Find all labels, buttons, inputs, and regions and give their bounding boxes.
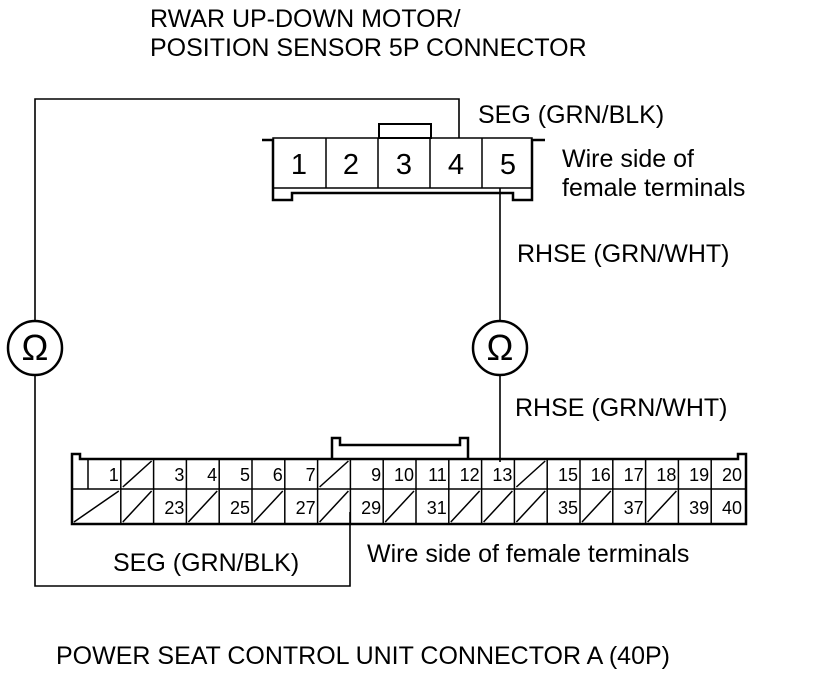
- ohmmeter-right-circle: [471, 319, 529, 377]
- pin-40p-18: 18: [656, 465, 676, 485]
- pin-40p-25: 25: [230, 498, 250, 518]
- empty-cavity-slash: [647, 490, 677, 523]
- pin-40p-40: 40: [722, 498, 742, 518]
- seg-top-label: SEG (GRN/BLK): [478, 101, 664, 129]
- pin-40p-31: 31: [427, 498, 447, 518]
- pin-40p-16: 16: [591, 465, 611, 485]
- rhse-top-label: RHSE (GRN/WHT): [517, 240, 729, 268]
- pin-5p-5: 5: [500, 149, 516, 181]
- pin-40p-3: 3: [174, 465, 184, 485]
- seg-wire-top: [34, 98, 460, 320]
- wire-side-bottom-label: Wire side of female terminals: [367, 540, 689, 568]
- pin-5p-2: 2: [343, 149, 359, 181]
- connector-5p-latch: [378, 123, 432, 139]
- empty-cavity-slash: [253, 490, 284, 523]
- pin-40p-35: 35: [558, 498, 578, 518]
- empty-cavity-slash: [483, 490, 513, 523]
- ohmmeter-left-circle: [6, 319, 64, 377]
- empty-cavity-slash: [319, 490, 349, 523]
- pin-40p-4: 4: [207, 465, 217, 485]
- pin-40p-17: 17: [624, 465, 644, 485]
- pin-5p-1: 1: [291, 149, 307, 181]
- empty-cavity-slash: [515, 460, 546, 488]
- empty-cavity-slash: [122, 490, 153, 523]
- pin-40p-11: 11: [428, 465, 447, 485]
- pin-40p-39: 39: [689, 498, 709, 518]
- wire-side-label-line-2: female terminals: [562, 174, 745, 202]
- pin-5p-3: 3: [396, 149, 412, 181]
- empty-cavity-slash: [450, 490, 481, 523]
- pin-40p-37: 37: [624, 498, 644, 518]
- empty-cavity-slash: [319, 460, 349, 488]
- pin-40p-6: 6: [273, 465, 283, 485]
- ohmmeter-right: Ω: [471, 319, 529, 377]
- pin-40p-9: 9: [371, 465, 381, 485]
- ohm-icon-left: Ω: [22, 327, 49, 368]
- empty-cavity-slash: [122, 460, 153, 488]
- connector-5p-pins: 1 2 3 4 5: [291, 149, 516, 181]
- empty-cavity-slash: [187, 490, 218, 523]
- pin-5p-4: 4: [448, 149, 464, 181]
- title-line-1: RWAR UP-DOWN MOTOR/: [150, 5, 461, 33]
- empty-cavity-slash: [73, 490, 120, 523]
- pin-40p-20: 20: [722, 465, 742, 485]
- pin-40p-19: 19: [689, 465, 709, 485]
- connector-40p-latch: [330, 436, 470, 459]
- empty-cavity-slash: [581, 490, 612, 523]
- wire-side-label-line-1: Wire side of: [562, 145, 694, 173]
- ohmmeter-left: Ω: [6, 319, 64, 377]
- pin-40p-7: 7: [306, 465, 316, 485]
- pin-40p-27: 27: [296, 498, 316, 518]
- pin-40p-29: 29: [361, 498, 381, 518]
- seg-wire-bottom: [34, 376, 351, 587]
- empty-cavity-slash: [515, 490, 546, 523]
- title-line-2: POSITION SENSOR 5P CONNECTOR: [150, 34, 587, 62]
- pin-40p-23: 23: [164, 498, 184, 518]
- wires: [34, 98, 501, 587]
- connector-40p: [70, 436, 748, 526]
- connector-5p: [262, 123, 545, 202]
- bottom-title: POWER SEAT CONTROL UNIT CONNECTOR A (40P…: [56, 642, 670, 670]
- pin-40p-15: 15: [558, 465, 578, 485]
- pin-40p-13: 13: [492, 465, 512, 485]
- empty-cavity-slash: [384, 490, 415, 523]
- pin-40p-5: 5: [240, 465, 250, 485]
- ohm-icon-right: Ω: [487, 327, 514, 368]
- rhse-bottom-label: RHSE (GRN/WHT): [515, 394, 727, 422]
- pin-40p-10: 10: [394, 465, 414, 485]
- pin-40p-12: 12: [460, 465, 480, 485]
- pin-40p-1: 1: [109, 465, 119, 485]
- seg-bottom-label: SEG (GRN/BLK): [113, 549, 299, 577]
